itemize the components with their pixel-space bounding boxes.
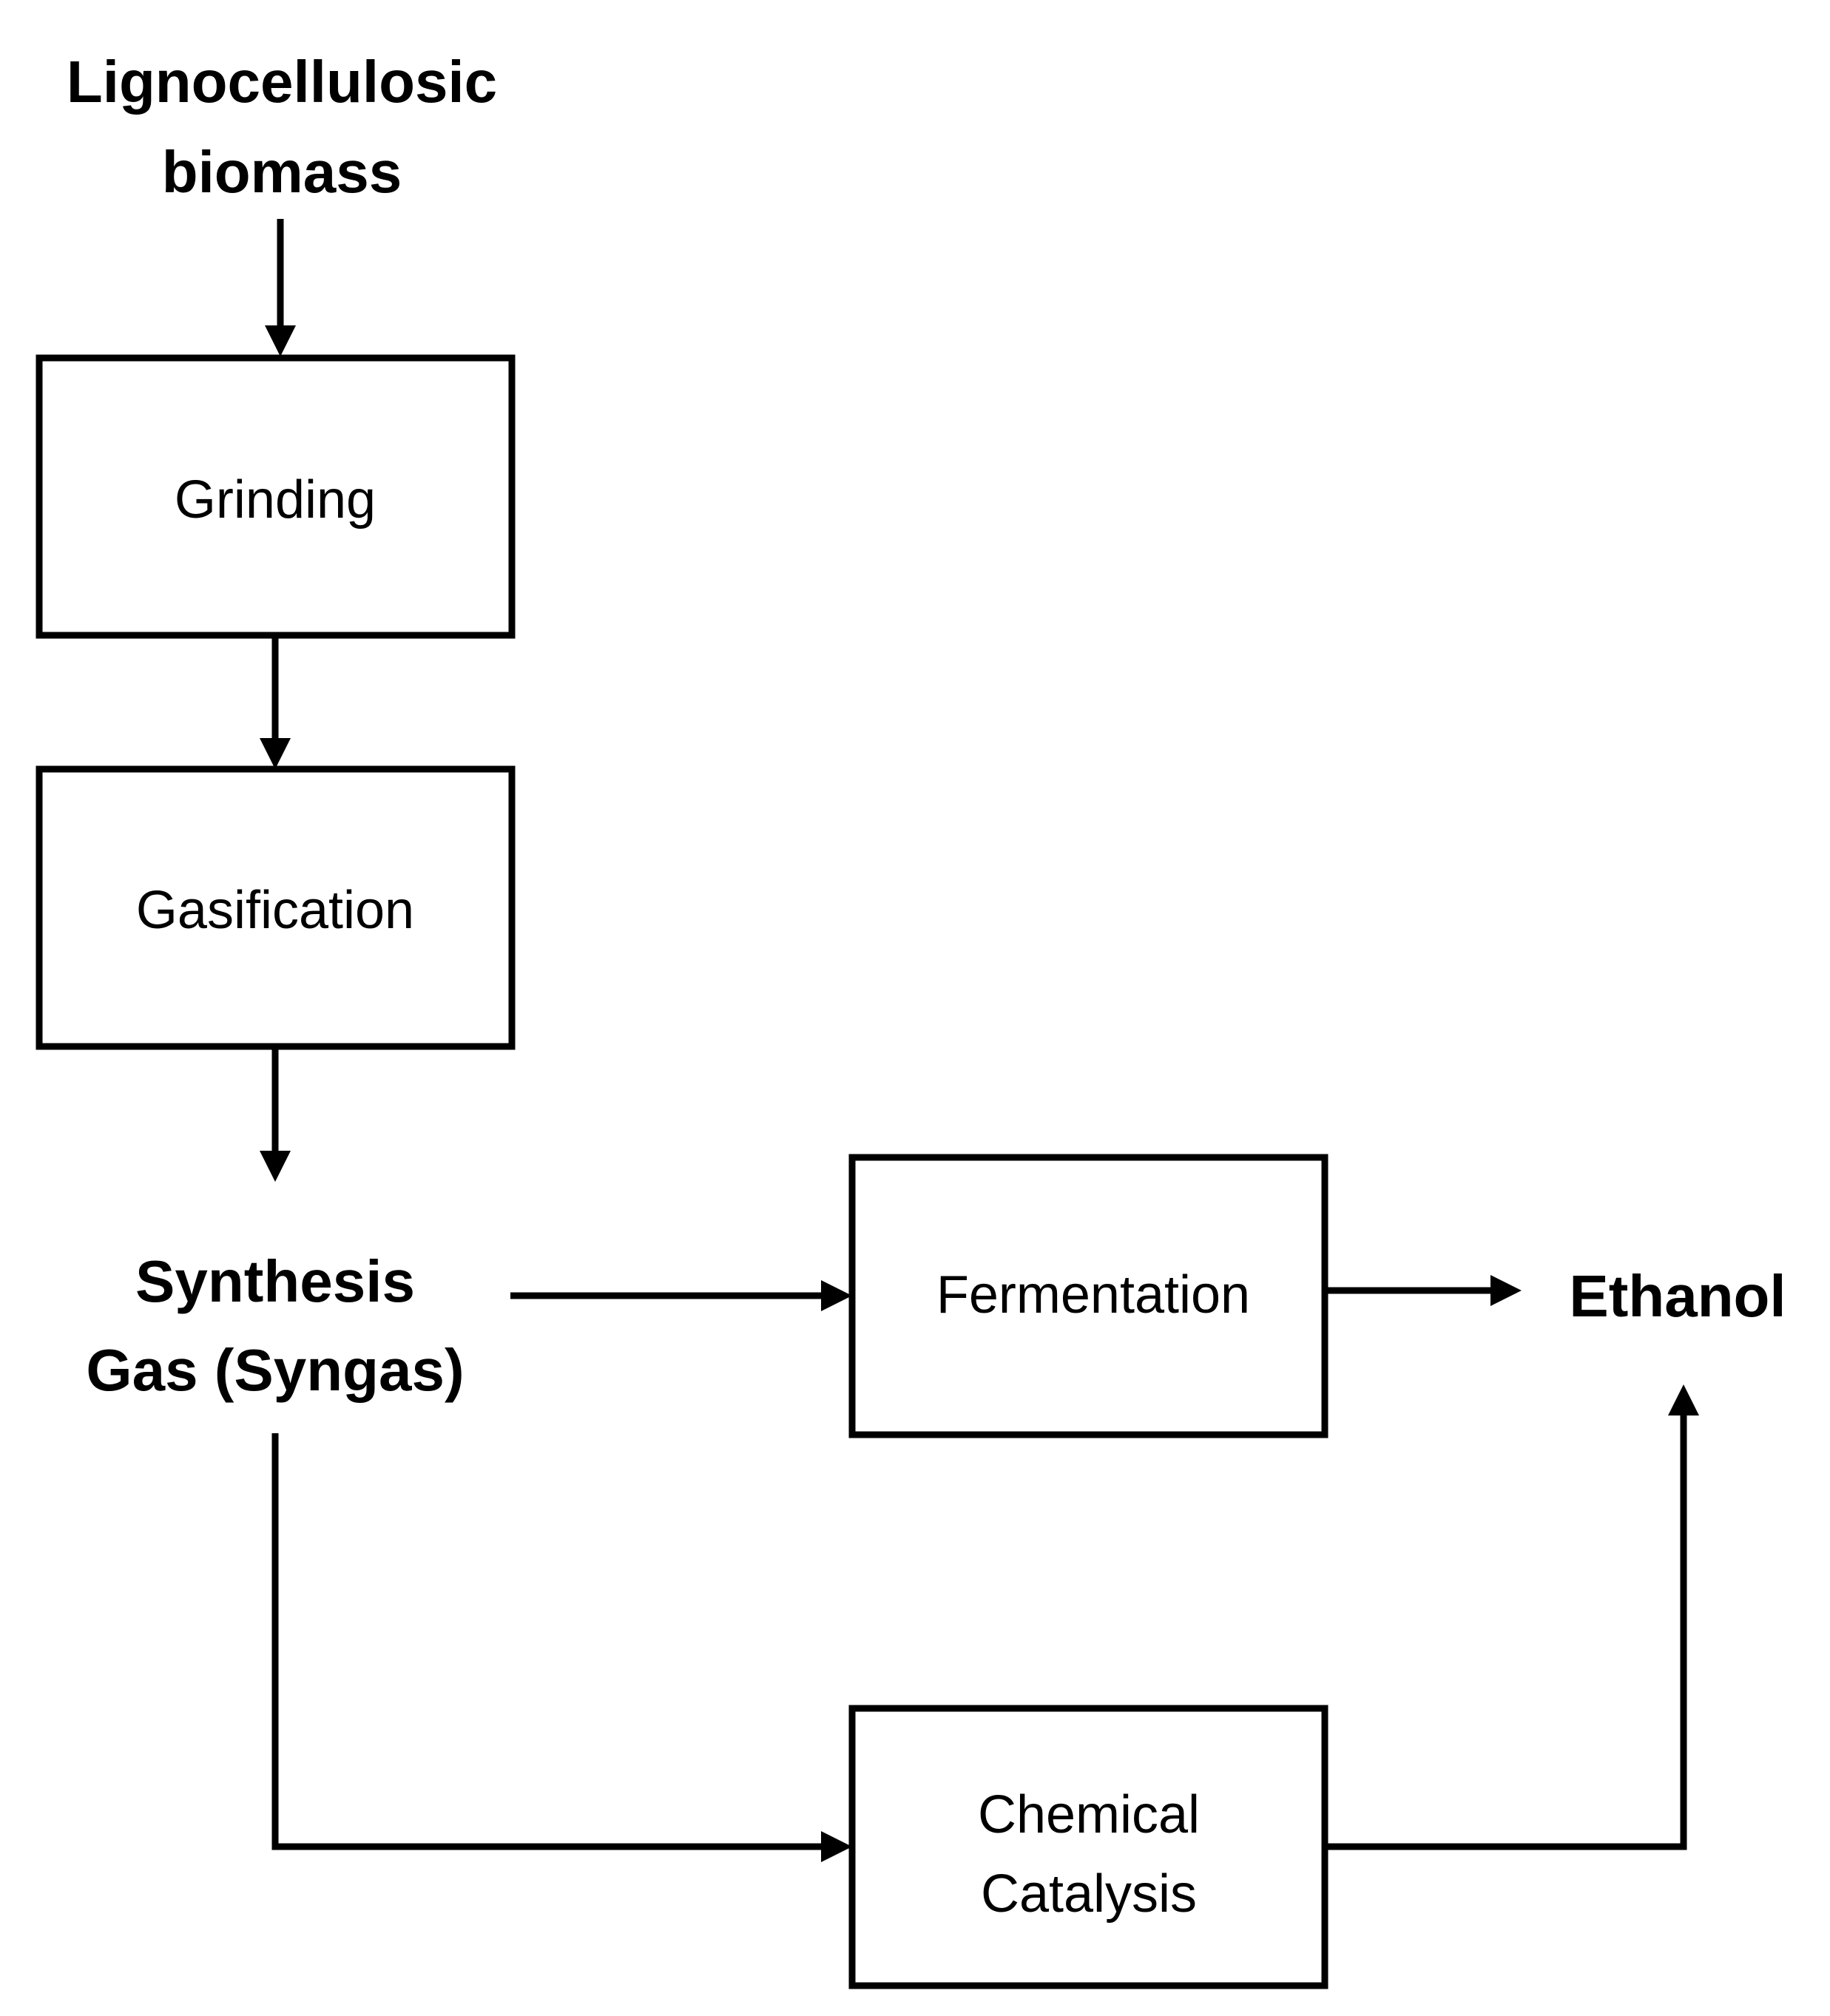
arrow-gasification-to-syngas [260, 1046, 291, 1182]
syngas-label-line2: Gas (Syngas) [86, 1337, 464, 1403]
arrow-grinding-to-gasification [260, 635, 291, 769]
catalysis-step: Chemical Catalysis [848, 1705, 1328, 1989]
gasification-box [36, 765, 516, 1050]
arrow-catalysis-to-ethanol [1325, 1384, 1699, 1850]
arrow-biomass-to-grinding [265, 219, 296, 356]
biomass-label-line2: biomass [162, 139, 402, 205]
grinding-step: Grinding [36, 354, 516, 639]
gasification-label: Gasification [136, 881, 414, 940]
catalysis-label-line1: Chemical [978, 1785, 1200, 1844]
fermentation-box [848, 1154, 1328, 1438]
gasification-step: Gasification [36, 765, 516, 1050]
arrow-fermentation-to-ethanol [1325, 1275, 1522, 1306]
catalysis-label-line2: Catalysis [981, 1864, 1197, 1924]
fermentation-label: Fermentation [936, 1265, 1250, 1325]
syngas-label-line1: Synthesis [135, 1248, 415, 1314]
biomass-label-line1: Lignocellulosic [67, 49, 497, 115]
ethanol-label: Ethanol [1569, 1263, 1786, 1329]
fermentation-step: Fermentation [848, 1154, 1328, 1438]
arrow-syngas-to-catalysis [271, 1433, 852, 1862]
grinding-label: Grinding [175, 470, 376, 530]
arrow-syngas-to-fermentation [510, 1280, 852, 1311]
catalysis-box [848, 1705, 1328, 1989]
